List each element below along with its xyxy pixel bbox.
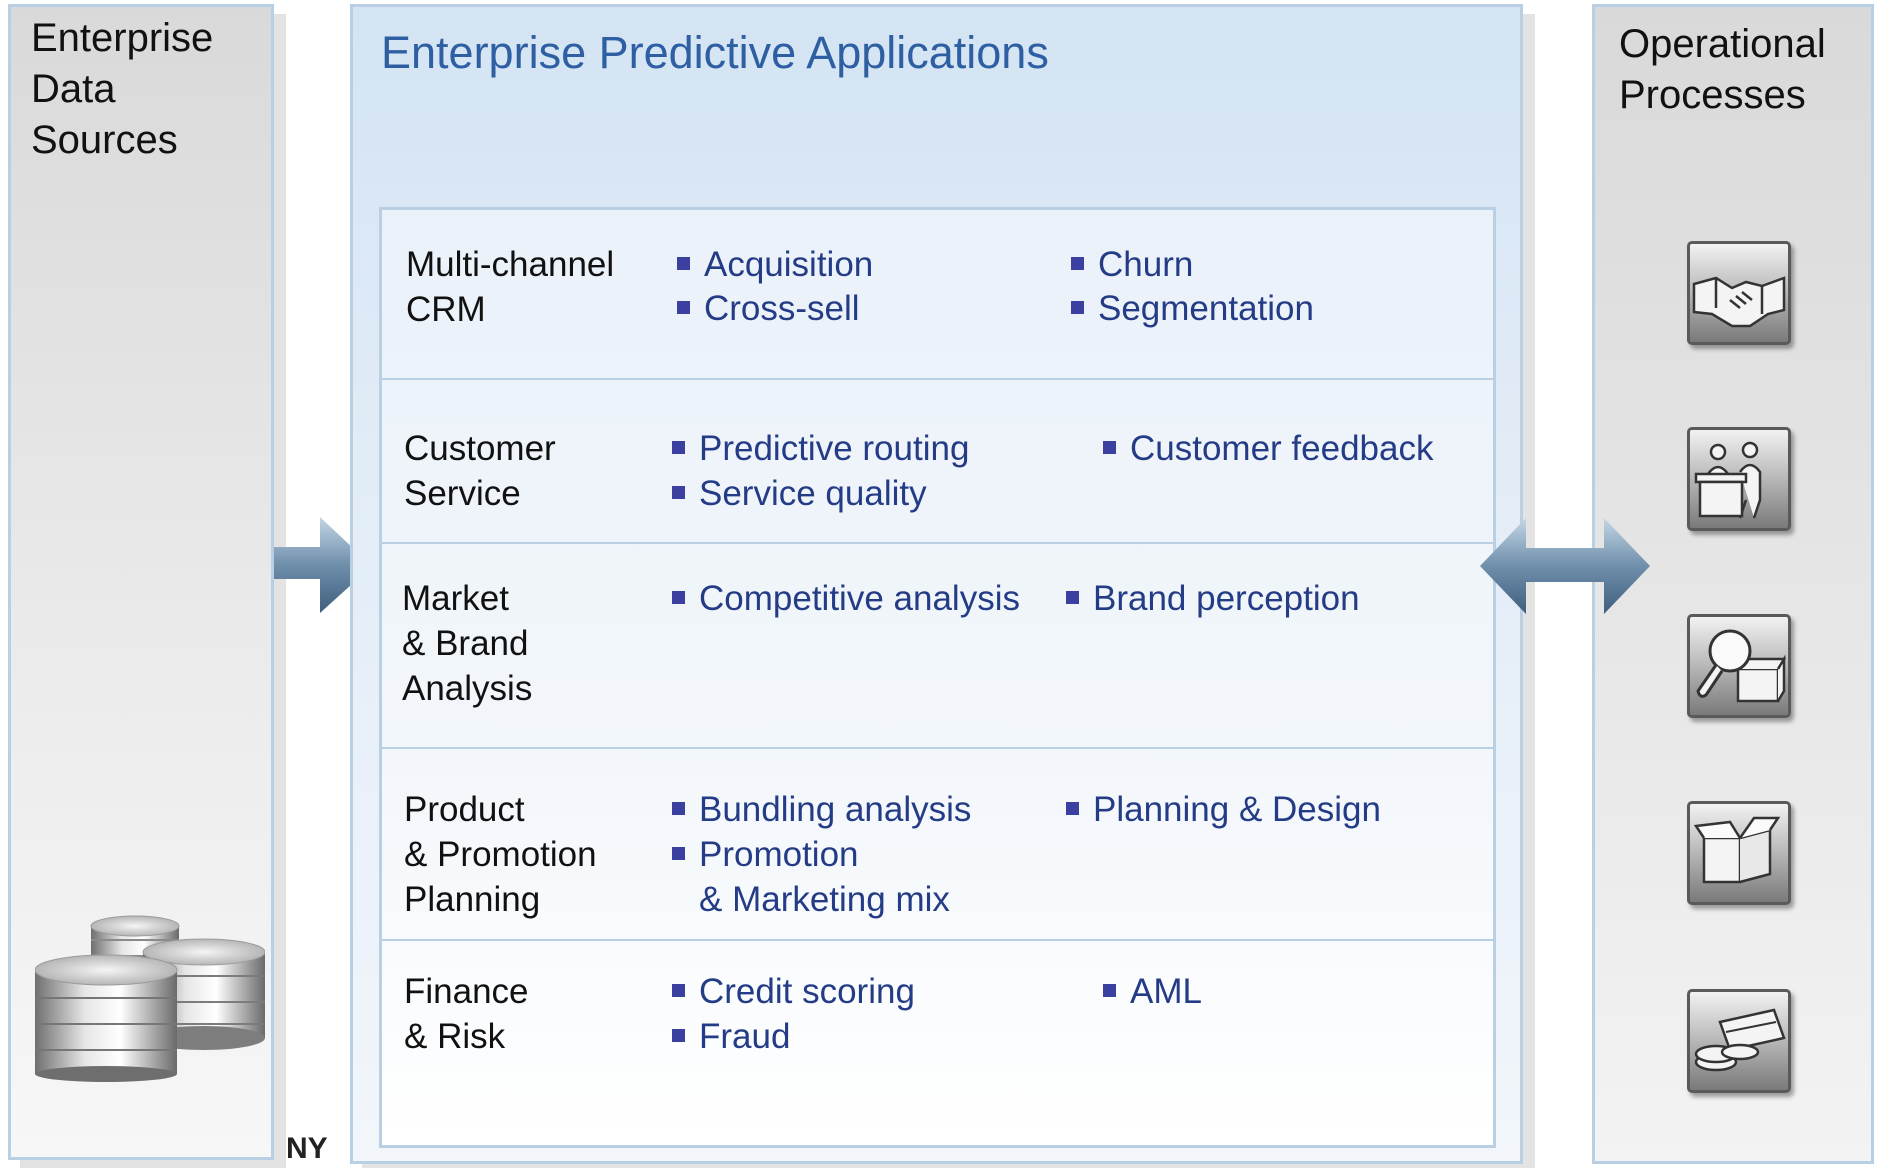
bullet-item: Promotion xyxy=(672,832,859,877)
row-label: Multi-channel CRM xyxy=(406,242,614,332)
row-label-line: CRM xyxy=(406,290,486,329)
bullet-square-icon xyxy=(672,984,685,998)
bullet-item: Predictive routing xyxy=(672,426,969,471)
bullet-square-icon xyxy=(1103,441,1116,455)
bullet-square-icon xyxy=(1071,257,1084,271)
row-label: Product & Promotion Planning xyxy=(404,787,597,922)
row-label-line: Multi-channel xyxy=(406,245,615,284)
enterprise-predictive-applications-panel: Enterprise Predictive Applications Multi… xyxy=(350,4,1523,1164)
row-label-line: Product xyxy=(404,790,525,829)
bullet-text: Churn xyxy=(1098,245,1194,284)
application-row-product-promotion: Product & Promotion Planning Bundling an… xyxy=(382,749,1493,941)
bullet-text: AML xyxy=(1130,972,1202,1011)
bullet-item: Service quality xyxy=(672,471,927,516)
right-arrow-icon xyxy=(274,517,372,613)
bullet-square-icon xyxy=(1066,591,1079,605)
open-box-icon xyxy=(1687,801,1791,905)
bullet-item: Customer feedback xyxy=(1103,426,1433,471)
row-label-line: Finance xyxy=(404,972,529,1011)
operational-processes-title: Operational Processes xyxy=(1619,19,1869,121)
bullet-square-icon xyxy=(672,486,685,500)
bullet-item: Acquisition xyxy=(677,242,873,287)
title-line: Processes xyxy=(1619,73,1806,117)
bullet-text: Brand perception xyxy=(1093,579,1360,618)
bullet-text: Service quality xyxy=(699,474,927,513)
row-label: Market & Brand Analysis xyxy=(402,576,532,711)
title-line: Sources xyxy=(31,118,178,162)
bullet-square-icon xyxy=(1103,984,1116,998)
bullet-text: Credit scoring xyxy=(699,972,915,1011)
title-line: Data xyxy=(31,67,116,111)
bullet-item: Competitive analysis xyxy=(672,576,1020,621)
bullet-text: Acquisition xyxy=(704,245,874,284)
row-label-line: Planning xyxy=(404,880,541,919)
bullet-text: Promotion xyxy=(699,835,859,874)
bullet-text: Predictive routing xyxy=(699,429,970,468)
applications-table: Multi-channel CRM Acquisition Cross-sell… xyxy=(379,207,1496,1148)
bullet-text: Fraud xyxy=(699,1017,791,1056)
database-stack-icon xyxy=(35,915,265,1082)
enterprise-data-sources-title: Enterprise Data Sources xyxy=(31,13,271,166)
bullet-item: Cross-sell xyxy=(677,286,860,331)
bullet-item: AML xyxy=(1103,969,1202,1014)
bullet-square-icon xyxy=(672,1029,685,1043)
footer-text-fragment: NY xyxy=(286,1132,328,1165)
bullet-text: Segmentation xyxy=(1098,289,1314,328)
bullet-square-icon xyxy=(1071,301,1084,315)
bullet-square-icon xyxy=(672,847,685,861)
bullet-square-icon xyxy=(677,257,690,271)
row-label-line: & Risk xyxy=(404,1017,506,1056)
application-row-finance-risk: Finance & Risk Credit scoring Fraud AML xyxy=(382,941,1493,1145)
money-icon xyxy=(1687,989,1791,1093)
row-label-line: Service xyxy=(404,474,521,513)
row-label-line: & Brand xyxy=(402,624,529,663)
operational-processes-panel: Operational Processes xyxy=(1592,4,1874,1164)
bullet-text: Bundling analysis xyxy=(699,790,972,829)
bullet-item: Segmentation xyxy=(1071,286,1314,331)
bullet-item: Bundling analysis xyxy=(672,787,971,832)
bullet-square-icon xyxy=(672,591,685,605)
bullet-square-icon xyxy=(672,802,685,816)
row-label: Customer Service xyxy=(404,426,556,516)
double-arrow-icon xyxy=(1480,518,1650,614)
bullet-text: Planning & Design xyxy=(1093,790,1381,829)
service-desk-icon xyxy=(1687,427,1791,531)
bullet-square-icon xyxy=(672,441,685,455)
title-line: Operational xyxy=(1619,22,1826,66)
title-line: Enterprise xyxy=(31,16,214,60)
bullet-text: Customer feedback xyxy=(1130,429,1434,468)
bullet-square-icon xyxy=(677,301,690,315)
row-label-line: Market xyxy=(402,579,509,618)
application-row-crm: Multi-channel CRM Acquisition Cross-sell… xyxy=(382,210,1493,380)
bullet-item: Churn xyxy=(1071,242,1193,287)
bullet-text: Competitive analysis xyxy=(699,579,1020,618)
row-label: Finance & Risk xyxy=(404,969,529,1059)
magnifier-box-icon xyxy=(1687,614,1791,718)
bullet-item: Fraud xyxy=(672,1014,790,1059)
bullet-text: & Marketing mix xyxy=(699,880,950,919)
bullet-item: Planning & Design xyxy=(1066,787,1381,832)
enterprise-data-sources-panel: Enterprise Data Sources xyxy=(8,4,274,1160)
row-label-line: Analysis xyxy=(402,669,533,708)
bullet-item: Brand perception xyxy=(1066,576,1360,621)
row-label-line: Customer xyxy=(404,429,556,468)
panel-title: Enterprise Predictive Applications xyxy=(381,27,1049,78)
bullet-text: Cross-sell xyxy=(704,289,860,328)
row-label-line: & Promotion xyxy=(404,835,597,874)
application-row-market-brand: Market & Brand Analysis Competitive anal… xyxy=(382,544,1493,749)
handshake-icon xyxy=(1687,241,1791,345)
bullet-item: Credit scoring xyxy=(672,969,915,1014)
bullet-square-icon xyxy=(1066,802,1079,816)
application-row-customer-service: Customer Service Predictive routing Serv… xyxy=(382,380,1493,544)
bullet-item-continuation: & Marketing mix xyxy=(672,877,950,922)
